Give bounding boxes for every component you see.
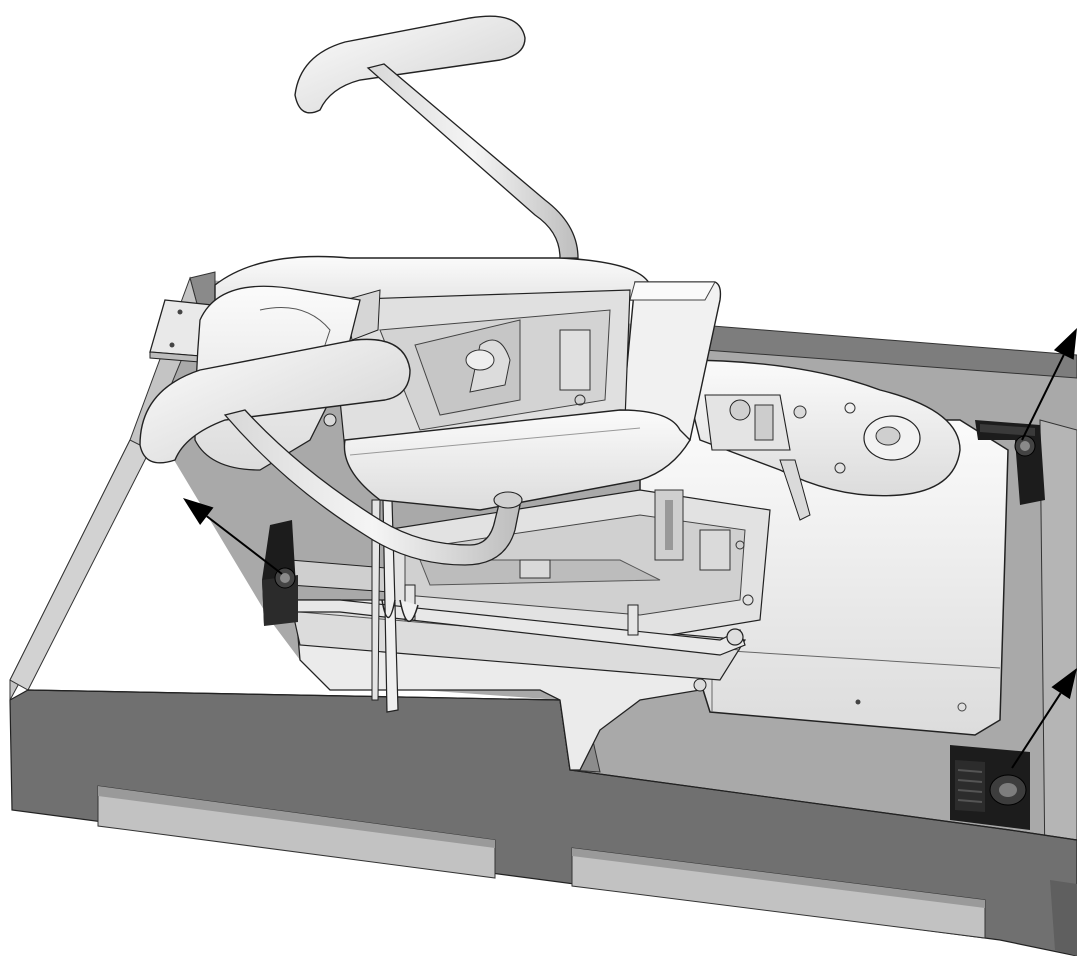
arrow-shaft: [1011, 692, 1062, 769]
arrow-right-upper-bracket: [1021, 328, 1077, 441]
armrest-pad-top: [294, 15, 526, 114]
pallet-right-wall: [1039, 419, 1077, 881]
armrest-tube-left: [223, 409, 521, 566]
arrow-shaft: [1021, 354, 1065, 441]
seat-back-cushion: [619, 281, 722, 441]
seat-cushion: [343, 409, 691, 511]
bracket-right-upper: [975, 420, 1045, 505]
arrow-left-bracket: [183, 498, 283, 575]
callout-arrows: [183, 328, 1077, 769]
armrest-tube-top: [366, 63, 579, 259]
chair-base: [289, 419, 1009, 771]
pallet-left-rim: [9, 439, 151, 691]
arrow-shaft: [206, 515, 283, 575]
arrow-head: [1051, 668, 1077, 700]
arrow-head: [1053, 328, 1077, 360]
arrow-head: [183, 498, 214, 525]
armrest-pad-left: [139, 338, 411, 464]
swivel-plate: [679, 359, 961, 497]
bracket-right-lower: [950, 745, 1030, 830]
armrests: [139, 15, 579, 566]
arrow-right-lower-bracket: [1011, 668, 1077, 769]
